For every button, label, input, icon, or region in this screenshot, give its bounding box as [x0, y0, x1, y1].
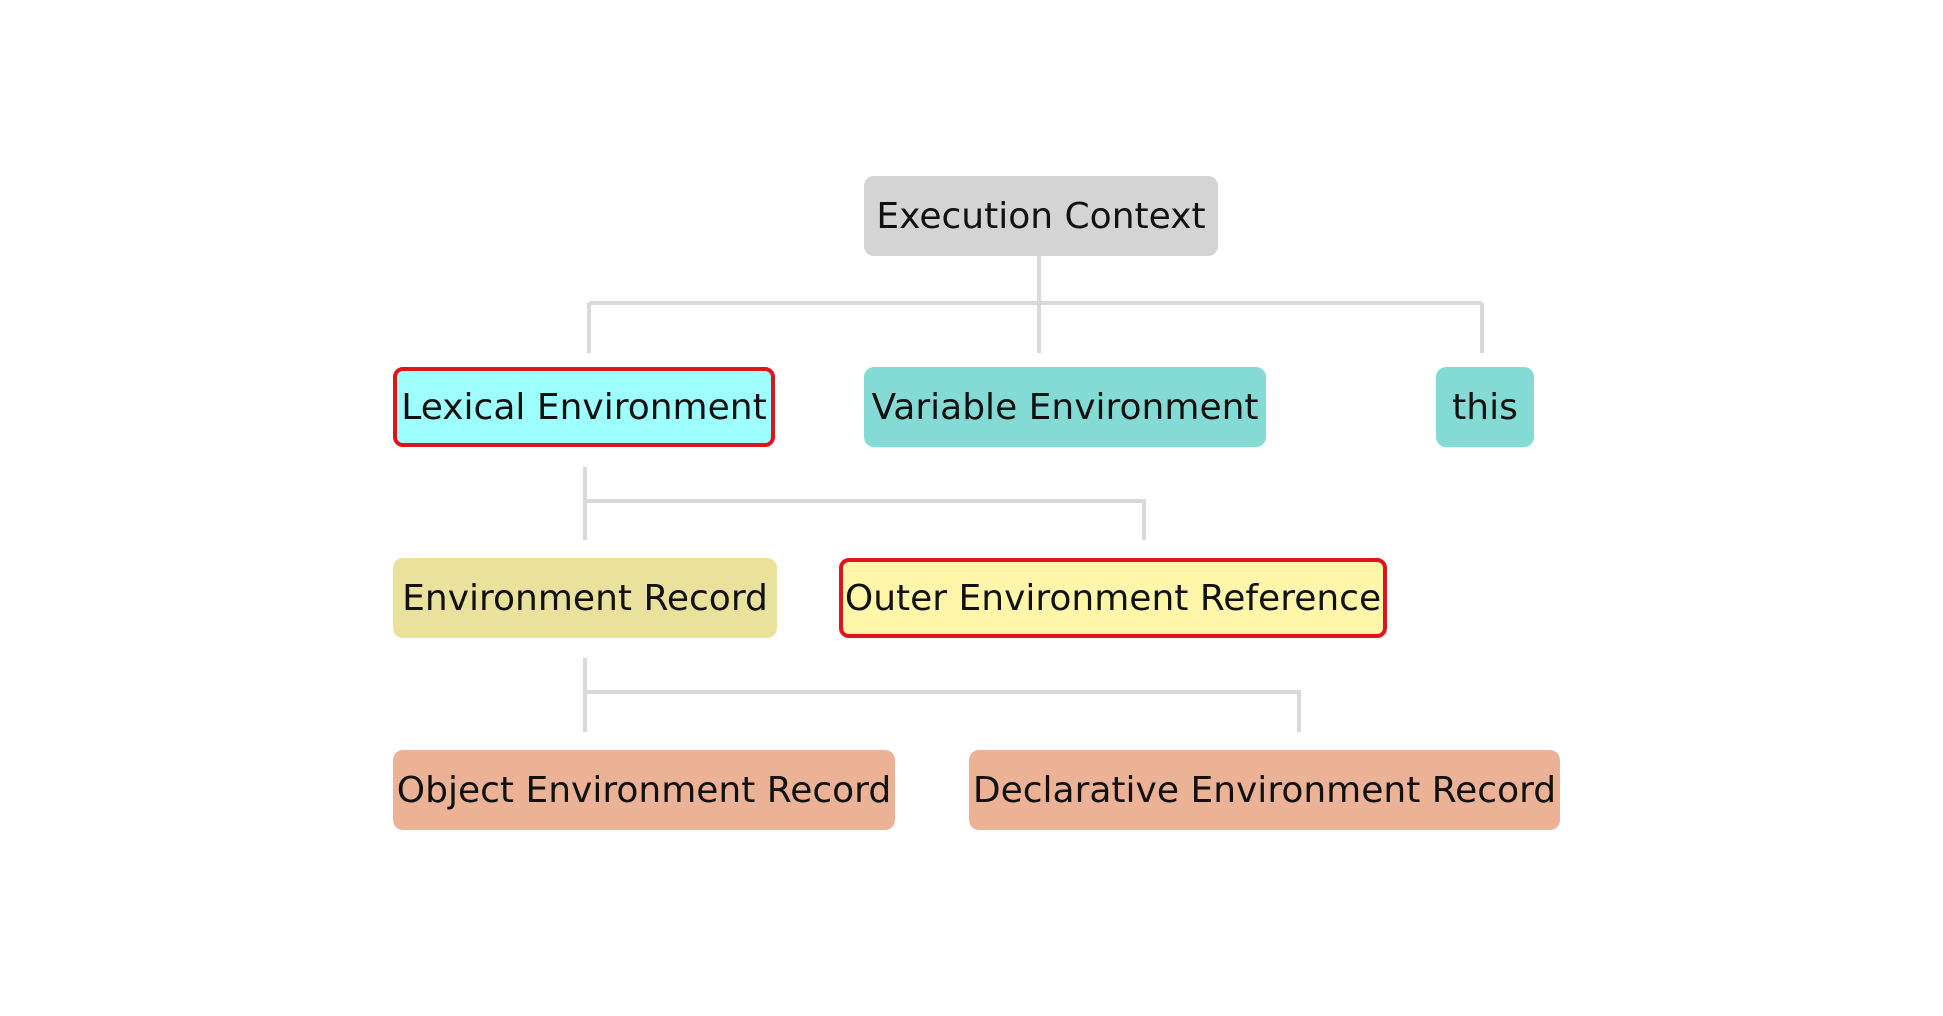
outer-environment-reference-node: Outer Environment Reference — [839, 558, 1387, 638]
environment-record-node: Environment Record — [393, 558, 777, 638]
this-node: this — [1436, 367, 1534, 447]
connector-environment-record-children — [583, 658, 1301, 732]
connector-execution-context-children — [587, 256, 1484, 353]
declarative-environment-record-node: Declarative Environment Record — [969, 750, 1560, 830]
connector-lexical-environment-children — [583, 467, 1146, 540]
variable-environment-node: Variable Environment — [864, 367, 1266, 447]
object-environment-record-node: Object Environment Record — [393, 750, 895, 830]
execution-context-node: Execution Context — [864, 176, 1218, 256]
lexical-environment-node: Lexical Environment — [393, 367, 775, 447]
